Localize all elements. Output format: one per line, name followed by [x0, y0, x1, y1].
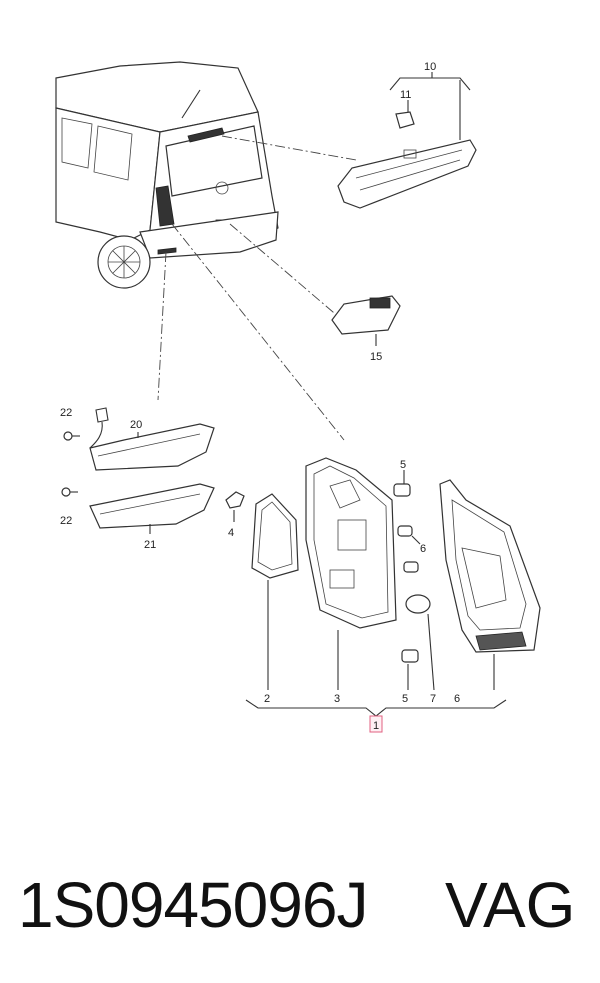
- callout-4: 4: [228, 527, 234, 539]
- callout-6-lens: 6: [454, 693, 460, 705]
- brand-label: VAG: [445, 869, 576, 941]
- bulbs: [393, 470, 435, 691]
- callout-21: 21: [144, 539, 156, 551]
- leader-lines: [157, 135, 357, 441]
- retaining-clip: [225, 491, 245, 522]
- callout-3: 3: [334, 693, 340, 705]
- callout-10: 10: [424, 61, 436, 73]
- callout-5-lower: 5: [402, 693, 408, 705]
- callout-1-highlight: [369, 715, 383, 733]
- car-rear-illustration: [55, 61, 279, 289]
- callout-15: 15: [370, 351, 382, 363]
- callout-22-lower: 22: [60, 515, 72, 527]
- part-number: 1S0945096J: [18, 869, 368, 941]
- callout-2: 2: [264, 693, 270, 705]
- callout-6-small: 6: [420, 543, 426, 555]
- rear-reflector-lower: [61, 483, 215, 534]
- bulb-carrier: [305, 457, 397, 690]
- callout-5-upper: 5: [400, 459, 406, 471]
- callout-11: 11: [400, 89, 411, 101]
- callout-1: 1: [373, 720, 379, 732]
- callout-22-upper: 22: [60, 407, 72, 419]
- callout-20: 20: [130, 419, 142, 431]
- rear-reflector-upper: [63, 407, 215, 471]
- callout-7: 7: [430, 693, 436, 705]
- footer: 1S0945096J VAG: [0, 860, 600, 950]
- gasket: [251, 493, 299, 690]
- parts-diagram: 10 11 15 22 20 22 21 4 2: [55, 61, 541, 733]
- tail-light-lens: [439, 479, 541, 690]
- assembly-bracket: [245, 699, 507, 717]
- license-plate-light: [331, 295, 401, 346]
- high-mount-brake-light: [337, 72, 477, 209]
